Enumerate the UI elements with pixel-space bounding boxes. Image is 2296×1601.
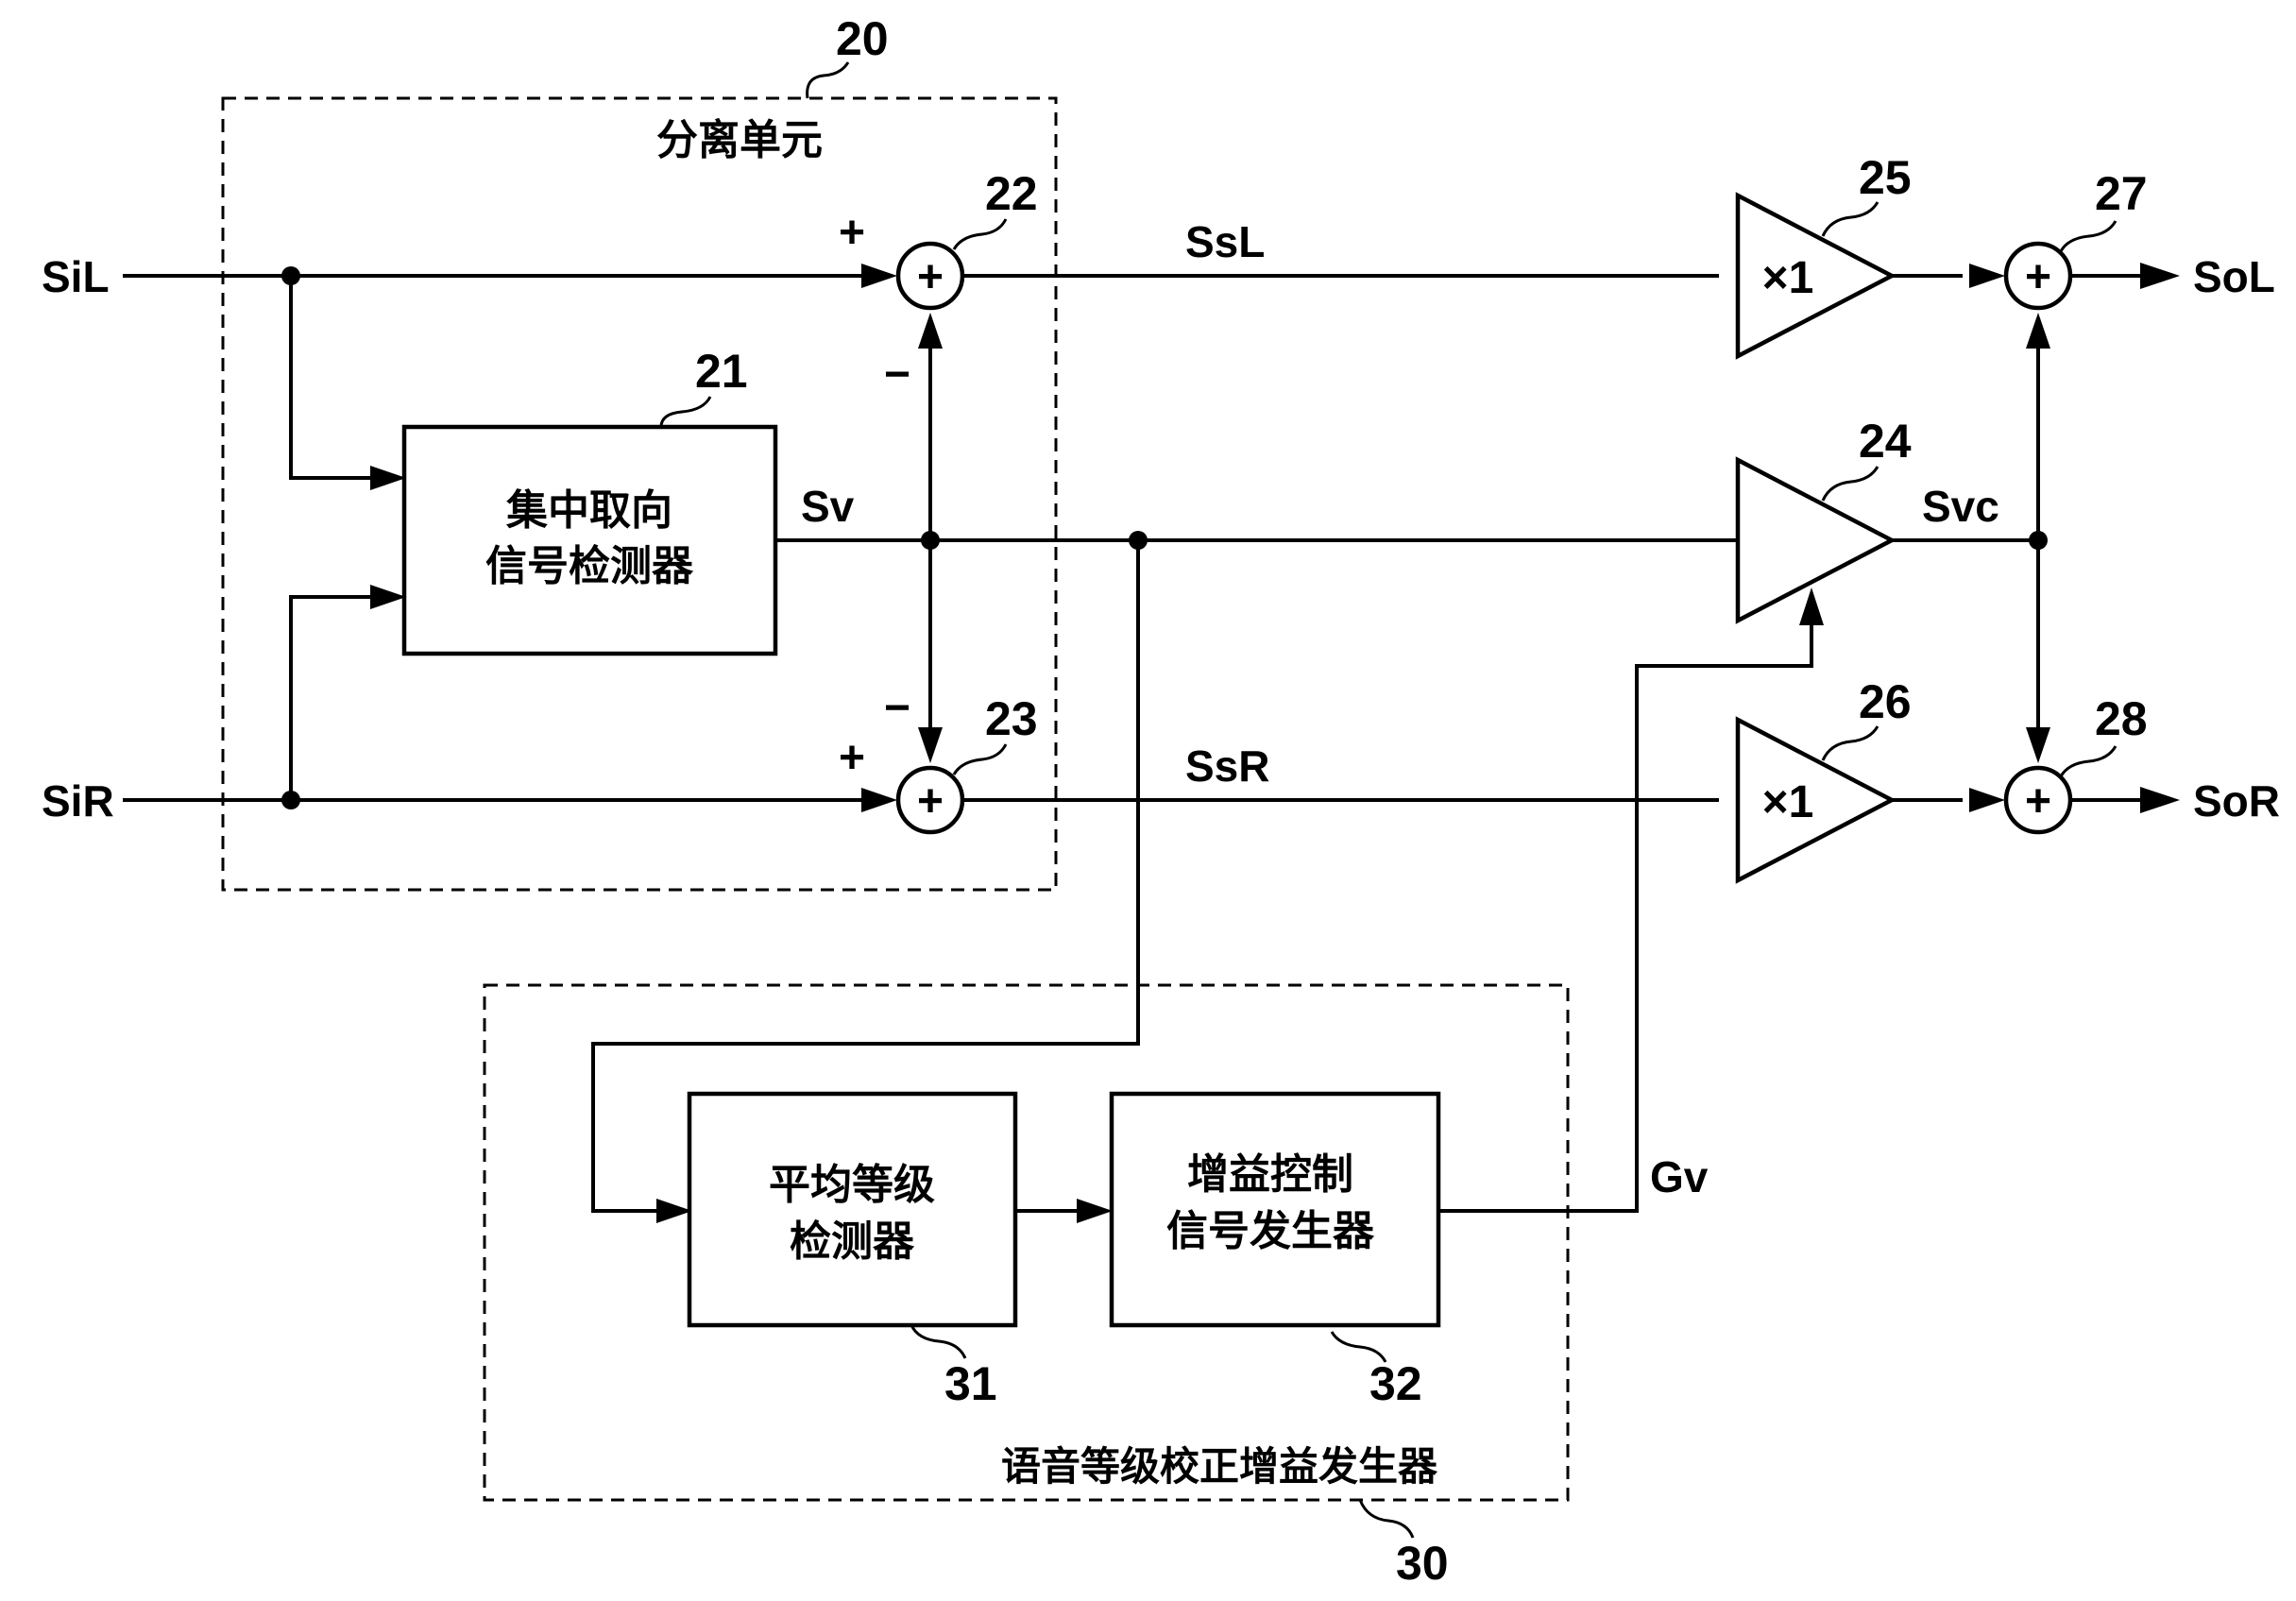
leader-20 xyxy=(806,61,850,99)
junction-sv-adders xyxy=(921,531,940,550)
leader-22 xyxy=(952,218,1008,250)
ref-27: 27 xyxy=(2095,167,2148,220)
signal-sol: SoL xyxy=(2193,252,2275,301)
adder-28-symbol: + xyxy=(2025,776,2051,826)
arrowhead-adder27-svc xyxy=(2026,313,2050,349)
gain-control-signal-gen-line2: 信号发生器 xyxy=(1166,1207,1375,1255)
ref-24: 24 xyxy=(1859,415,1912,468)
leader-26 xyxy=(1821,725,1879,761)
junction-sv-avg xyxy=(1129,531,1148,550)
arrowhead-gain-gen-in xyxy=(1077,1199,1113,1223)
amplifier-25 xyxy=(1735,192,1896,360)
signal-svc: Svc xyxy=(1922,482,1999,531)
arrowhead-adder23-minus xyxy=(918,727,943,763)
ref-28: 28 xyxy=(2095,692,2148,745)
adder-22 xyxy=(895,241,965,311)
separation-unit-boundary xyxy=(221,96,1058,892)
avg-level-detector-line1: 平均等级 xyxy=(769,1161,935,1209)
arrowhead-adder28-in xyxy=(1969,788,2005,812)
adder-23-symbol: + xyxy=(917,776,944,826)
arrowhead-detector-in-top xyxy=(370,466,406,490)
arrowhead-adder27-in xyxy=(1969,264,2005,288)
wire-gv xyxy=(1438,623,1813,1213)
concentration-detector-box xyxy=(401,424,778,656)
adder-27-symbol: + xyxy=(2025,252,2051,302)
leader-24 xyxy=(1821,466,1879,502)
ref-21: 21 xyxy=(695,345,748,398)
adder-23 xyxy=(895,765,965,835)
arrowhead-amp24-gain xyxy=(1799,588,1824,625)
ref-30: 30 xyxy=(1396,1537,1449,1590)
wire-sil-to-detector xyxy=(289,276,383,480)
signal-gv: Gv xyxy=(1650,1152,1709,1201)
signal-ssr: SsR xyxy=(1185,741,1269,791)
arrowhead-adder22-minus xyxy=(918,313,943,349)
signal-sor: SoR xyxy=(2193,776,2280,826)
gain-generator-label: 语音等级校正增益发生器 xyxy=(1001,1443,1438,1490)
gain-control-signal-gen-line1: 增益控制 xyxy=(1187,1150,1353,1199)
amplifier-26-gain: ×1 xyxy=(1762,777,1814,827)
adder-22-plus-sign: + xyxy=(839,208,865,258)
adder-28 xyxy=(2003,765,2073,835)
avg-level-detector-line2: 检测器 xyxy=(790,1218,915,1266)
leader-27 xyxy=(2059,220,2117,252)
junction-sil xyxy=(281,266,300,285)
signal-sir: SiR xyxy=(42,776,114,826)
arrowhead-adder23-in xyxy=(861,788,897,812)
amplifier-26 xyxy=(1735,716,1896,884)
adder-22-symbol: + xyxy=(917,252,944,302)
amplifier-24 xyxy=(1735,456,1896,624)
arrowhead-adder22-in xyxy=(861,264,897,288)
junction-sir xyxy=(281,791,300,809)
wire-sv-to-avg-detector xyxy=(591,540,1140,1213)
concentration-detector-line2: 信号检测器 xyxy=(485,542,694,590)
separation-unit-label: 分离单元 xyxy=(656,116,823,164)
signal-sv: Sv xyxy=(801,482,855,531)
adder-23-plus-sign: + xyxy=(839,733,865,783)
leader-23 xyxy=(952,743,1008,775)
arrowhead-sor xyxy=(2140,787,2180,813)
gain-generator-boundary xyxy=(483,983,1570,1502)
arrowhead-adder28-svc xyxy=(2026,727,2050,763)
leader-21 xyxy=(659,396,712,428)
concentration-detector-line1: 集中取向 xyxy=(505,486,672,535)
leader-31 xyxy=(910,1324,967,1359)
gain-control-signal-gen-box xyxy=(1109,1091,1441,1328)
amplifier-25-gain: ×1 xyxy=(1762,253,1814,303)
leader-25 xyxy=(1821,201,1879,237)
adder-27 xyxy=(2003,241,2073,311)
junction-svc xyxy=(2029,531,2048,550)
ref-20: 20 xyxy=(836,12,889,65)
ref-22: 22 xyxy=(985,167,1038,220)
ref-32: 32 xyxy=(1369,1357,1422,1410)
signal-sil: SiL xyxy=(42,252,110,301)
adder-23-minus-sign: − xyxy=(884,683,910,733)
ref-25: 25 xyxy=(1859,151,1912,204)
arrowheads xyxy=(370,263,2180,1223)
leader-32 xyxy=(1330,1331,1387,1363)
signal-ssl: SsL xyxy=(1185,217,1265,266)
leader-28 xyxy=(2059,745,2117,777)
arrowhead-avg-detector-in xyxy=(656,1199,692,1223)
ref-23: 23 xyxy=(985,692,1038,745)
arrowhead-sol xyxy=(2140,263,2180,289)
leader-30 xyxy=(1358,1499,1415,1539)
adder-22-minus-sign: − xyxy=(884,349,910,400)
ref-31: 31 xyxy=(944,1357,997,1410)
arrowhead-detector-in-bottom xyxy=(370,585,406,609)
avg-level-detector-box xyxy=(687,1091,1018,1328)
ref-26: 26 xyxy=(1859,675,1912,728)
wire-sir-to-detector xyxy=(289,595,383,800)
